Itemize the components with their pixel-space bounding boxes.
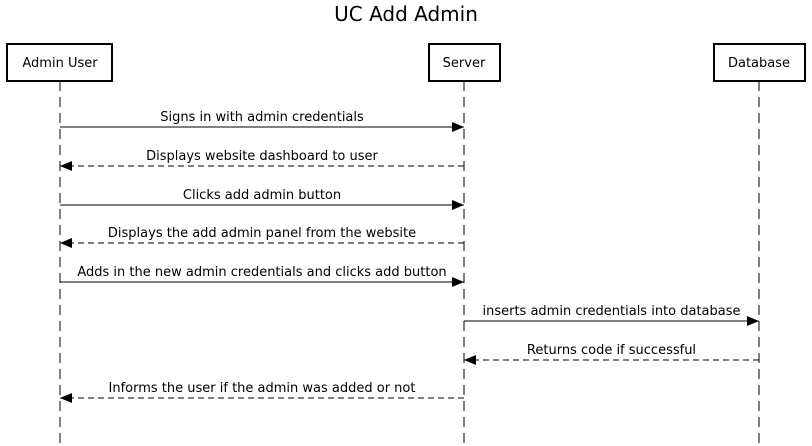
actor-box — [6, 43, 113, 82]
message-label: Adds in the new admin credentials and cl… — [77, 265, 446, 280]
message-6: inserts admin credentials into database — [464, 304, 759, 326]
actor-box — [428, 43, 501, 82]
actor-database: Database — [713, 43, 806, 446]
message-7: Returns code if successful — [464, 343, 759, 365]
message-label: inserts admin credentials into database — [482, 304, 740, 319]
message-label: Returns code if successful — [527, 343, 696, 358]
message-4: Displays the add admin panel from the we… — [60, 226, 464, 248]
message-list: Signs in with admin credentialsDisplays … — [60, 110, 759, 403]
actor-label: Server — [443, 56, 486, 71]
message-label: Signs in with admin credentials — [160, 110, 364, 125]
actor-admin-user: Admin User — [6, 43, 113, 446]
diagram-title: UC Add Admin — [334, 2, 478, 26]
actor-label: Admin User — [22, 56, 98, 71]
message-label: Displays website dashboard to user — [146, 149, 378, 164]
message-label: Displays the add admin panel from the we… — [108, 226, 416, 241]
message-2: Displays website dashboard to user — [60, 149, 464, 171]
message-label: Informs the user if the admin was added … — [109, 381, 416, 396]
message-8: Informs the user if the admin was added … — [60, 381, 464, 403]
actor-server: Server — [428, 43, 501, 446]
message-1: Signs in with admin credentials — [60, 110, 464, 132]
actor-label: Database — [728, 56, 790, 71]
message-label: Clicks add admin button — [183, 188, 341, 203]
message-5: Adds in the new admin credentials and cl… — [60, 265, 464, 287]
message-3: Clicks add admin button — [60, 188, 464, 210]
actor-box — [713, 43, 806, 82]
